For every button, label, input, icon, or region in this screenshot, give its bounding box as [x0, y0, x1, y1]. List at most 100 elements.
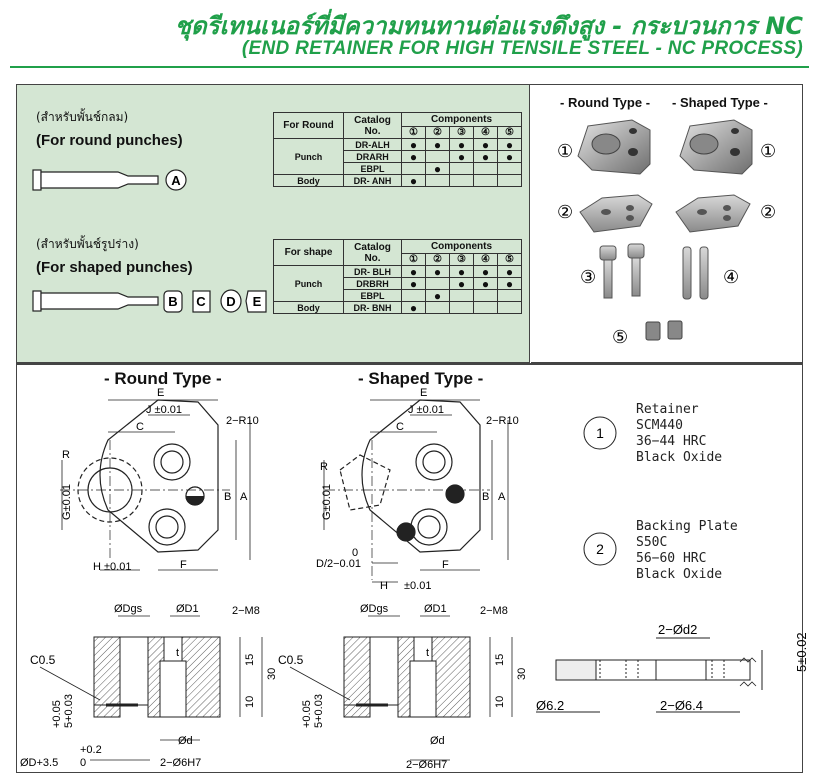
photo-number: ①: [760, 141, 776, 161]
svg-text:E: E: [420, 387, 427, 399]
svg-text:1: 1: [596, 425, 604, 441]
svg-text:+0.05: +0.05: [51, 700, 63, 728]
spec-line: Backing Plate: [636, 519, 738, 534]
title-english: (END RETAINER FOR HIGH TENSILE STEEL - N…: [241, 38, 803, 59]
round-type-section-labels: ØDgs ØD1 2−M8 t C0.5 15 30 10 +0.05 5+0.…: [20, 603, 278, 769]
svg-text:2−R10: 2−R10: [486, 415, 519, 427]
svg-text:H: H: [380, 580, 388, 592]
retainer-spec: Retainer SCM440 36−44 HRC Black Oxide: [636, 402, 722, 466]
svg-text:±0.01: ±0.01: [404, 580, 431, 592]
shaped-type-section-labels: ØDgs ØD1 2−M8 t C0.5 15 30 10 +0.05 5+0.…: [278, 603, 528, 771]
svg-text:±0.01: ±0.01: [104, 561, 131, 573]
table-row: Body DR- BNH ●: [273, 301, 522, 314]
type-letter: C: [196, 294, 206, 309]
photo-number: ②: [760, 202, 776, 222]
spec-line: Retainer: [636, 402, 699, 417]
svg-text:C: C: [396, 421, 404, 433]
svg-text:30: 30: [516, 668, 528, 680]
shaped-type-plan-view: [325, 399, 490, 580]
svg-text:ØDgs: ØDgs: [360, 603, 389, 615]
spec-line: 56−60 HRC: [636, 551, 707, 566]
type-letter: E: [253, 294, 262, 309]
spec-line: S50C: [636, 535, 668, 550]
round-label-thai: (สำหรับพั้นช์กลม): [36, 110, 129, 124]
svg-text:0: 0: [352, 547, 358, 559]
svg-text:2: 2: [596, 541, 604, 557]
photo-number: ⑤: [612, 327, 628, 347]
svg-text:Ø6.2: Ø6.2: [536, 698, 564, 713]
svg-text:C0.5: C0.5: [30, 653, 56, 667]
photo-round-title: - Round Type -: [560, 95, 651, 110]
round-type-dim-labels: E J ±0.01 C 2−R10 R G±0.01 B A H ±0.01 F: [61, 387, 259, 573]
svg-text:J ±0.01: J ±0.01: [146, 404, 182, 416]
table-header: Catalog No.: [343, 239, 402, 266]
type-letter: B: [168, 294, 177, 309]
dot-cell: [497, 301, 522, 314]
backing-plate-side-view: [536, 637, 763, 713]
svg-text:5±0.02: 5±0.02: [794, 632, 809, 672]
svg-text:G±0.01: G±0.01: [321, 484, 333, 520]
table-row: Punch DR-ALH ● ● ● ● ●: [273, 138, 522, 175]
spec-line: Black Oxide: [636, 567, 723, 582]
svg-text:G±0.01: G±0.01: [61, 484, 73, 520]
drawing-shaped-title: - Shaped Type -: [358, 369, 484, 388]
svg-text:B: B: [224, 491, 231, 503]
backing-plate-round-photo: [579, 194, 653, 233]
svg-text:ØD1: ØD1: [176, 603, 199, 615]
svg-text:A: A: [240, 491, 248, 503]
svg-text:C: C: [136, 421, 144, 433]
type-letter-badge: B C D E: [163, 289, 267, 313]
svg-text:J ±0.01: J ±0.01: [408, 404, 444, 416]
backing-plate-spec: Backing Plate S50C 56−60 HRC Black Oxide: [636, 519, 738, 583]
svg-text:R: R: [320, 461, 328, 473]
svg-text:2−Ø6H7: 2−Ø6H7: [406, 759, 447, 771]
svg-text:F: F: [180, 559, 187, 571]
svg-text:t: t: [426, 647, 429, 659]
round-components-table: For Round Catalog No. Components ① ② ③ ④…: [273, 112, 522, 187]
note-number-badge: 1: [583, 416, 617, 450]
svg-text:Ød: Ød: [430, 735, 445, 747]
svg-text:A: A: [498, 491, 506, 503]
svg-text:ØD+3.5: ØD+3.5: [20, 757, 58, 769]
svg-text:E: E: [157, 387, 164, 399]
retainer-shaped-photo: [679, 119, 753, 175]
svg-text:F: F: [442, 559, 449, 571]
photo-shaped-title: - Shaped Type -: [672, 95, 768, 110]
dot-cell: [497, 174, 522, 187]
shaped-components-table: For shape Catalog No. Components ① ② ③ ④…: [273, 239, 522, 314]
spec-line: 36−44 HRC: [636, 434, 707, 449]
svg-text:+0.2: +0.2: [80, 744, 102, 756]
set-screws-photo: [645, 320, 683, 341]
note-number-badge: 2: [583, 532, 617, 566]
svg-text:5+0.03: 5+0.03: [63, 694, 75, 728]
round-type-dimensions: [61, 399, 251, 571]
photo-number: ④: [723, 267, 739, 287]
panel-divider: [17, 363, 803, 365]
svg-text:ØD1: ØD1: [424, 603, 447, 615]
svg-text:H: H: [93, 561, 101, 573]
svg-text:+0.05: +0.05: [301, 700, 313, 728]
shaped-type-dim-labels: E J ±0.01 C 2−R10 R G±0.01 B A 0 D/2−0.0…: [316, 387, 519, 592]
photo-number: ①: [557, 141, 573, 161]
dowel-pins-photo: [682, 246, 709, 300]
title-thai: ชุดรีเทนเนอร์ที่มีความทนทานต่อแรงดึงสูง …: [174, 12, 803, 40]
spec-line: Black Oxide: [636, 450, 723, 465]
type-letter: D: [226, 294, 235, 309]
photo-number: ②: [557, 202, 573, 222]
svg-text:D/2−0.01: D/2−0.01: [316, 558, 361, 570]
group-label: Punch: [273, 265, 344, 302]
svg-text:30: 30: [266, 668, 278, 680]
photo-number: ③: [580, 267, 596, 287]
spec-line: SCM440: [636, 418, 683, 433]
svg-text:ØDgs: ØDgs: [114, 603, 143, 615]
group-label: Body: [273, 174, 344, 187]
svg-text:2−M8: 2−M8: [480, 605, 508, 617]
backing-plate-shaped-photo: [675, 194, 751, 233]
title-underline: [10, 66, 809, 68]
svg-text:t: t: [176, 647, 179, 659]
svg-text:B: B: [482, 491, 489, 503]
main-frame: [16, 84, 803, 773]
table-row: DRBRH ● ● ● ●: [274, 277, 522, 290]
svg-text:10: 10: [494, 696, 506, 708]
round-type-section-dims: [39, 615, 263, 761]
